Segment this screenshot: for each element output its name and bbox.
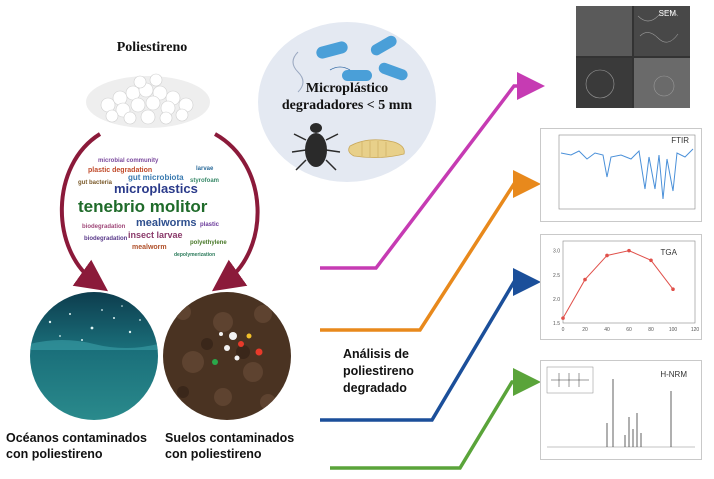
- word-biodegradation: biodegradation: [82, 224, 126, 230]
- ocean-caption-line2: con poliestireno: [6, 447, 103, 461]
- mealworm-larva-icon: [348, 139, 405, 158]
- microorganisms-label: Microplástico degradadores < 5 mm: [272, 80, 422, 114]
- word-mealworm: mealworm: [132, 244, 167, 251]
- word-tenebrio-molitor: tenebrio molitor: [78, 197, 208, 216]
- soil-image: [163, 292, 291, 420]
- tga-data-point: [671, 287, 675, 292]
- ocean-caption-line1: Océanos contaminados: [6, 431, 148, 445]
- svg-text:plastic degradation: plastic degradation: [88, 167, 152, 174]
- tga-y-tick-label: 2.0: [553, 297, 560, 303]
- hnrm-label: H-NRM: [660, 370, 687, 379]
- word-polyethylene: polyethylene: [190, 240, 227, 246]
- word-gut-microbiota: gut microbiota: [128, 173, 184, 182]
- tga-series-line: [562, 250, 674, 319]
- svg-text:styrofoam: styrofoam: [190, 178, 219, 184]
- sem-panel: SEM: [576, 6, 690, 108]
- tga-x-tick-label: 20: [582, 327, 588, 333]
- tga-data-point: [583, 277, 587, 282]
- tga-x-tick-label: 40: [604, 327, 610, 333]
- analysis-label-line2: poliestireno: [343, 364, 414, 378]
- soil-caption-line1: Suelos contaminados: [165, 431, 295, 445]
- tga-y-tick-label: 1.5: [553, 321, 560, 327]
- tga-panel: TGA 3.0 2.5 2.0 1.5 0 20 40 60 80 100 120: [540, 234, 702, 340]
- tga-x-tick-label: 60: [626, 327, 632, 333]
- word-cloud: microbial community plastic degradation …: [74, 148, 250, 262]
- polystyrene-beads-image: [86, 73, 210, 128]
- microorganisms-label-line1: Microplástico: [305, 81, 389, 96]
- arrow-to-ftir: [320, 170, 541, 332]
- tga-data-point: [627, 248, 631, 253]
- tga-data-point: [561, 316, 565, 320]
- tga-data-point: [649, 258, 653, 263]
- ocean-caption: Océanos contaminados con poliestireno: [6, 430, 166, 462]
- tga-y-tick-label: 2.5: [553, 273, 560, 279]
- tga-x-tick-label: 0: [562, 327, 565, 333]
- svg-text:depolymerization: depolymerization: [174, 252, 215, 258]
- svg-text:larvae: larvae: [196, 166, 214, 172]
- cycle-arrow-right: [211, 132, 260, 292]
- soil-caption-line2: con poliestireno: [165, 447, 262, 461]
- word-microplastics: microplastics: [114, 181, 198, 196]
- cycle-arrow-left: [59, 132, 109, 292]
- tga-x-tick-label: 120: [691, 327, 700, 333]
- polystyrene-title: Poliestireno: [116, 40, 188, 55]
- hnrm-panel: H-NRM: [540, 360, 702, 460]
- svg-text:biodegradation: biodegradation: [84, 236, 128, 242]
- ftir-panel: FTIR: [540, 128, 702, 222]
- tga-y-tick-label: 3.0: [553, 249, 560, 255]
- tga-x-tick-label: 80: [648, 327, 654, 333]
- tga-x-tick-label: 100: [669, 327, 678, 333]
- cycle-arrows: [59, 132, 260, 292]
- microplastic-particles: [212, 332, 263, 365]
- analysis-label-line3: degradado: [343, 381, 407, 395]
- ftir-label: FTIR: [671, 136, 689, 145]
- word-mealworms: mealworms: [136, 217, 197, 229]
- word-insect-larvae: insect larvae: [128, 230, 183, 240]
- microorganisms-label-line2: degradadores < 5 mm: [281, 98, 413, 113]
- svg-text:microbial community: microbial community: [98, 158, 159, 164]
- tga-label: TGA: [661, 248, 678, 257]
- svg-text:gut bacteria: gut bacteria: [78, 180, 113, 186]
- analysis-label: Análisis de poliestireno degradado: [343, 346, 443, 397]
- soil-caption: Suelos contaminados con poliestireno: [165, 430, 335, 462]
- ocean-image: [30, 292, 158, 420]
- tga-data-point: [605, 253, 609, 258]
- word-plastic: plastic: [200, 222, 220, 228]
- analysis-label-line1: Análisis de: [343, 347, 409, 361]
- beetle-icon: [291, 123, 341, 171]
- bacteria-icon: [292, 35, 408, 93]
- sem-label: SEM: [659, 9, 677, 18]
